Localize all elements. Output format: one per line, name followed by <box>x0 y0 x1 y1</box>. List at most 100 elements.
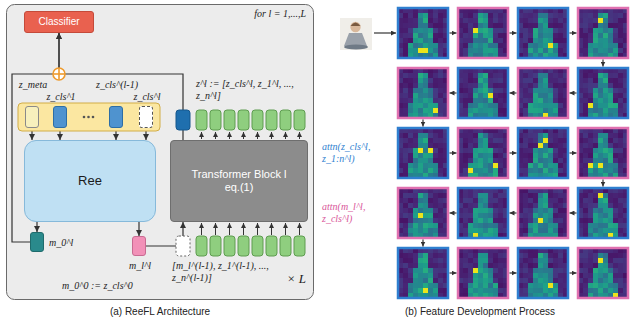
attention-cell <box>598 103 603 108</box>
attention-cell <box>493 103 498 108</box>
attention-cell <box>603 258 608 263</box>
attention-cell <box>483 153 488 158</box>
attention-cell <box>498 213 503 218</box>
attention-cell <box>473 23 478 28</box>
attention-cell <box>543 98 548 103</box>
attention-cell <box>528 98 533 103</box>
attention-cell <box>433 258 438 263</box>
attention-cell <box>548 153 553 158</box>
attention-cell <box>608 133 613 138</box>
attention-cell <box>543 48 548 53</box>
attention-cell <box>528 103 533 108</box>
attention-cell <box>538 143 543 148</box>
attention-cell <box>488 48 493 53</box>
attention-cell <box>403 48 408 53</box>
attention-cell <box>413 88 418 93</box>
attention-cell <box>408 33 413 38</box>
attention-cell <box>588 98 593 103</box>
attention-cell <box>403 253 408 258</box>
attention-cell <box>593 223 598 228</box>
attention-cell <box>548 268 553 273</box>
attention-cell <box>603 158 608 163</box>
attention-cell <box>613 163 618 168</box>
attention-cell <box>588 193 593 198</box>
attention-cell <box>583 148 588 153</box>
attention-cell <box>488 203 493 208</box>
attention-cell <box>608 48 613 53</box>
attention-cell <box>498 223 503 228</box>
attention-cell <box>603 133 608 138</box>
attention-cell <box>558 88 563 93</box>
attention-cell <box>408 158 413 163</box>
attention-cell <box>558 23 563 28</box>
attention-cell <box>533 283 538 288</box>
attention-cell <box>533 273 538 278</box>
attention-cell <box>533 38 538 43</box>
attention-cell <box>433 253 438 258</box>
attention-cell <box>523 148 528 153</box>
attention-cell <box>528 28 533 33</box>
attention-cell <box>403 88 408 93</box>
attention-cell <box>478 228 483 233</box>
attention-cell <box>438 223 443 228</box>
attention-cell <box>463 203 468 208</box>
attention-cell <box>613 158 618 163</box>
attention-cell <box>438 93 443 98</box>
attention-cell <box>598 108 603 113</box>
attention-cell <box>478 23 483 28</box>
attention-cell <box>493 223 498 228</box>
attention-cell <box>408 28 413 33</box>
attention-cell <box>528 208 533 213</box>
photo-head <box>350 22 360 32</box>
attention-cell <box>478 13 483 18</box>
attention-cell <box>428 168 433 173</box>
attention-cell <box>583 93 588 98</box>
attention-cell <box>608 43 613 48</box>
attention-cell <box>603 98 608 103</box>
attention-cell <box>418 228 423 233</box>
attention-cell <box>553 168 558 173</box>
attention-cell <box>523 193 528 198</box>
attention-cell <box>418 88 423 93</box>
attention-cell <box>423 138 428 143</box>
attention-cell <box>608 213 613 218</box>
attention-cell <box>543 148 548 153</box>
attention-cell <box>403 78 408 83</box>
attention-cell <box>463 288 468 293</box>
attention-cell <box>498 103 503 108</box>
attention-cell <box>423 93 428 98</box>
attention-cell <box>413 218 418 223</box>
attention-cell <box>433 103 438 108</box>
attention-cell <box>468 198 473 203</box>
attention-cell <box>468 138 473 143</box>
attention-cell <box>438 143 443 148</box>
attention-cell <box>403 28 408 33</box>
attention-cell <box>423 13 428 18</box>
attention-cell <box>608 223 613 228</box>
attention-cell <box>598 18 603 23</box>
attention-cell <box>433 33 438 38</box>
attention-cell <box>543 228 548 233</box>
attention-cell <box>598 13 603 18</box>
map-border <box>398 248 448 298</box>
attention-cell <box>553 143 558 148</box>
attention-cell <box>598 23 603 28</box>
attention-cell <box>428 163 433 168</box>
attention-cell <box>593 98 598 103</box>
attention-cell <box>423 273 428 278</box>
attention-cell <box>433 228 438 233</box>
attention-cell <box>528 193 533 198</box>
attention-cell <box>533 78 538 83</box>
attention-cell <box>558 253 563 258</box>
attention-cell <box>438 278 443 283</box>
attention-cell <box>418 13 423 18</box>
attention-cell <box>603 208 608 213</box>
attention-cell <box>608 253 613 258</box>
attention-cell <box>413 223 418 228</box>
attention-cell <box>478 278 483 283</box>
attention-cell <box>618 148 623 153</box>
attention-cell <box>408 153 413 158</box>
attention-cell <box>538 223 543 228</box>
attention-cell <box>463 108 468 113</box>
attention-cell <box>548 18 553 23</box>
